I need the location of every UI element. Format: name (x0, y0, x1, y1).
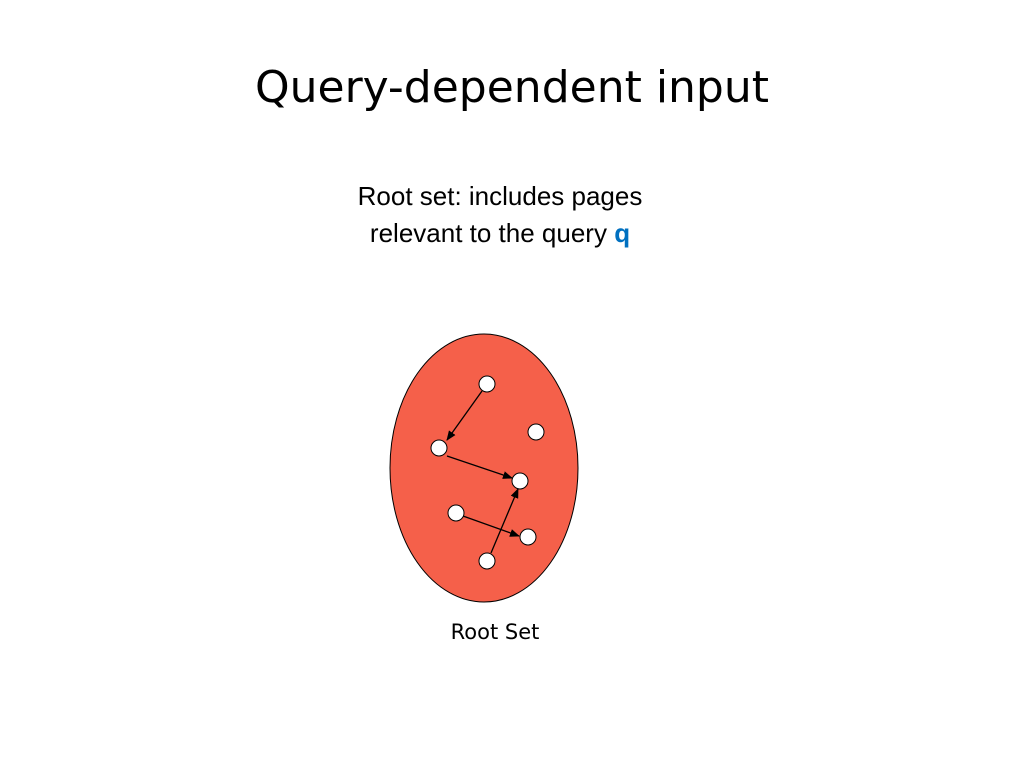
page-node (447, 504, 465, 522)
page-node (430, 439, 448, 457)
root-set-label: Root Set (450, 620, 540, 644)
page-node (519, 528, 537, 546)
edge-2 (446, 455, 513, 479)
root-set-description: Root set: includes pages relevant to the… (300, 178, 700, 252)
page-node (527, 423, 545, 441)
edge-3 (462, 515, 520, 537)
query-symbol: q (614, 218, 631, 248)
page-node (478, 375, 496, 393)
page-node (511, 472, 529, 490)
slide-title: Query-dependent input (254, 62, 769, 113)
page-node (478, 552, 496, 570)
caption-line-1: Root set: includes pages (357, 181, 643, 211)
edge-1 (446, 390, 483, 441)
caption-line-2: relevant to the query (369, 218, 615, 248)
edge-4 (490, 488, 519, 554)
